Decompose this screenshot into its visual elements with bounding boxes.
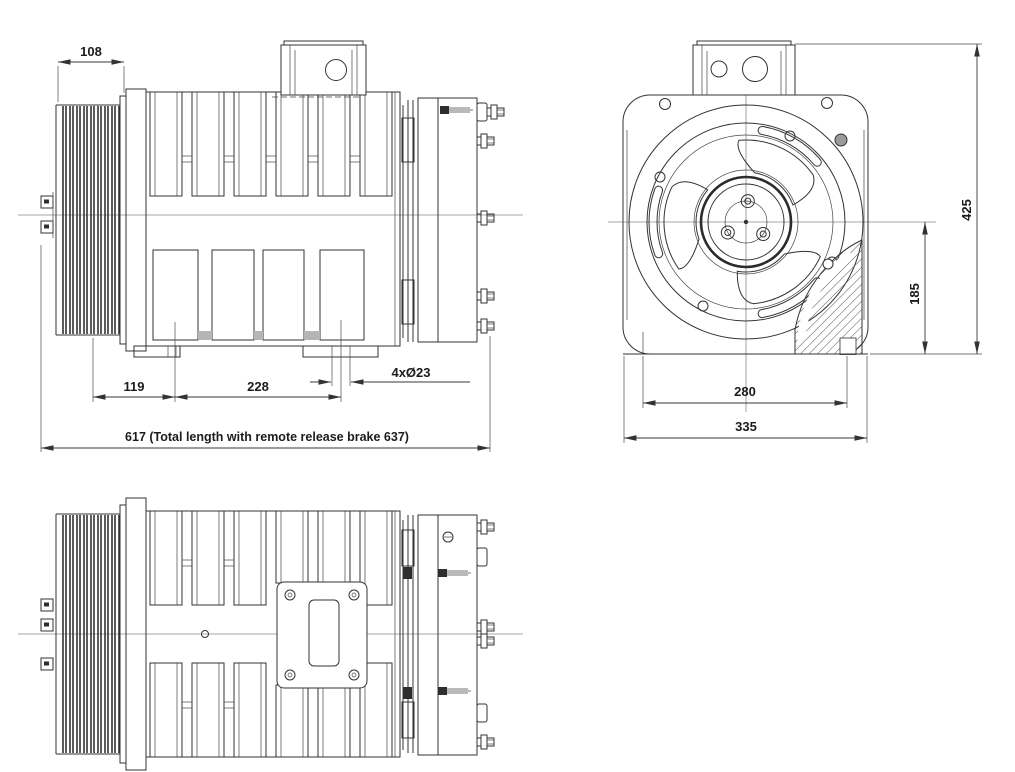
plan-retainer-tabs [40, 598, 54, 671]
brake-assembly-plan [401, 514, 495, 756]
plan-sheave-grooves [62, 515, 120, 753]
ring-slots [625, 125, 824, 336]
dim-label-228: 228 [247, 379, 269, 394]
terminal-cover-plate [276, 581, 368, 689]
screw-head [834, 133, 848, 147]
dim-label-335: 335 [735, 419, 757, 434]
rope-retainer-tabs [40, 192, 54, 238]
brake-assembly-side [401, 97, 505, 343]
mounting-feet [133, 345, 379, 386]
dim-label-425: 425 [959, 199, 974, 221]
small-cable-hole [710, 60, 728, 78]
junction-box-front [692, 40, 796, 96]
motor-body [133, 91, 401, 386]
dim-label-108: 108 [80, 44, 102, 59]
bracket-notch [839, 337, 857, 355]
support-bracket-section [623, 239, 868, 355]
large-cable-hole [742, 56, 768, 82]
rotor-vents [640, 139, 822, 323]
corner-bolt-hole [821, 97, 833, 109]
dim-sheave-width: 108 [57, 44, 125, 102]
sheave-flange [119, 95, 127, 345]
dim-axis-height: 185 [907, 222, 928, 354]
dim-label-total: 617 (Total length with remote release br… [125, 430, 409, 444]
bracket-bolt-hole [822, 258, 834, 270]
sheave-grooves [62, 106, 120, 334]
bearing-plate [125, 88, 147, 352]
front-view: 425 185 280 335 [608, 40, 982, 443]
junction-box-side [280, 40, 367, 96]
shaft-hub [693, 169, 799, 275]
traction-sheave [55, 88, 147, 352]
plan-fins-top [149, 510, 393, 606]
dim-label-185: 185 [907, 283, 922, 305]
dim-label-119: 119 [124, 379, 145, 394]
dim-overall-width: 335 [623, 356, 868, 443]
dim-total-length: 617 (Total length with remote release br… [40, 245, 491, 452]
cable-entry-hole [325, 59, 347, 81]
plan-fins-bottom [149, 662, 393, 758]
dim-label-280: 280 [734, 384, 756, 399]
side-view: 108 119 228 4xØ23 617 (Total length with… [18, 40, 523, 452]
corner-bolt-hole [659, 98, 671, 110]
plan-traction-sheave [55, 497, 147, 771]
stator-rotor [625, 104, 864, 340]
plan-view [18, 497, 523, 771]
dim-foot-holes: 119 228 [92, 320, 342, 402]
cooling-fins-top [149, 91, 393, 197]
shaft-center [743, 219, 749, 225]
dim-foot-span: 280 [642, 356, 848, 408]
center-mark [201, 630, 209, 638]
plan-motor-body [145, 510, 401, 758]
dim-label-4xd23: 4xØ23 [391, 365, 430, 380]
cooling-fins-bottom [152, 249, 365, 341]
callout-mount-holes: 4xØ23 [310, 365, 470, 385]
brake-screw [442, 531, 454, 543]
dim-overall-height: 425 [795, 43, 982, 355]
